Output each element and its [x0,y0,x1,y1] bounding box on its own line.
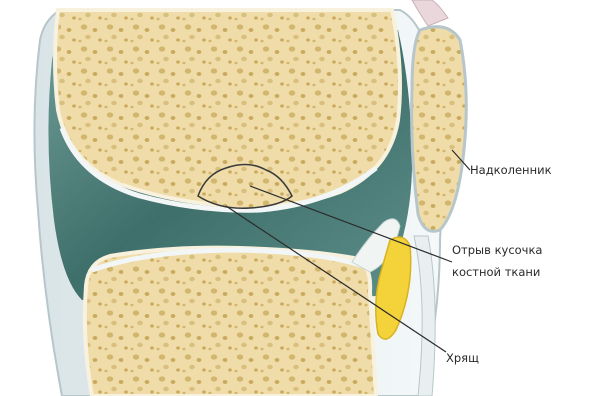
quadriceps-tendon [412,0,448,26]
tibia-bone [85,248,376,396]
patella-label: Надколенник [470,163,552,177]
patella-bone [412,27,467,232]
fragment-label-line2: костной ткани [452,265,540,279]
meniscus-label: Хрящ [446,351,479,365]
fragment-label-line1: Отрыв кусочка [452,243,542,257]
